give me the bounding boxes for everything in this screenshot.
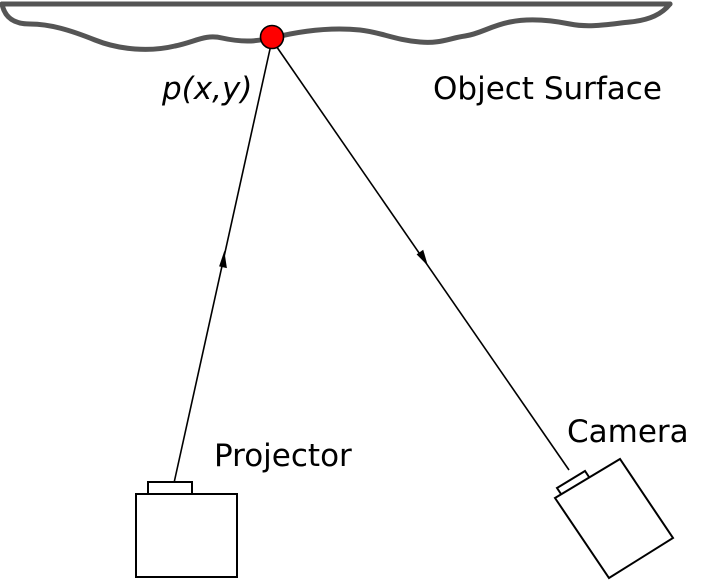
projector-ray-arrowhead <box>219 250 227 269</box>
camera-label: Camera <box>567 414 689 450</box>
surface-point <box>259 24 285 50</box>
light-rays <box>173 39 570 484</box>
surface-label: Object Surface <box>433 71 662 107</box>
projector-label: Projector <box>214 438 352 474</box>
camera-body <box>553 457 675 580</box>
surface-wavy-edge <box>0 1 673 52</box>
camera-ray-arrowhead <box>416 249 428 266</box>
point-label: p(x,y) <box>161 71 252 107</box>
object-surface <box>0 1 673 52</box>
projector-body <box>135 493 238 578</box>
projector-lens <box>147 481 193 495</box>
camera <box>553 457 675 580</box>
projector <box>135 481 238 578</box>
